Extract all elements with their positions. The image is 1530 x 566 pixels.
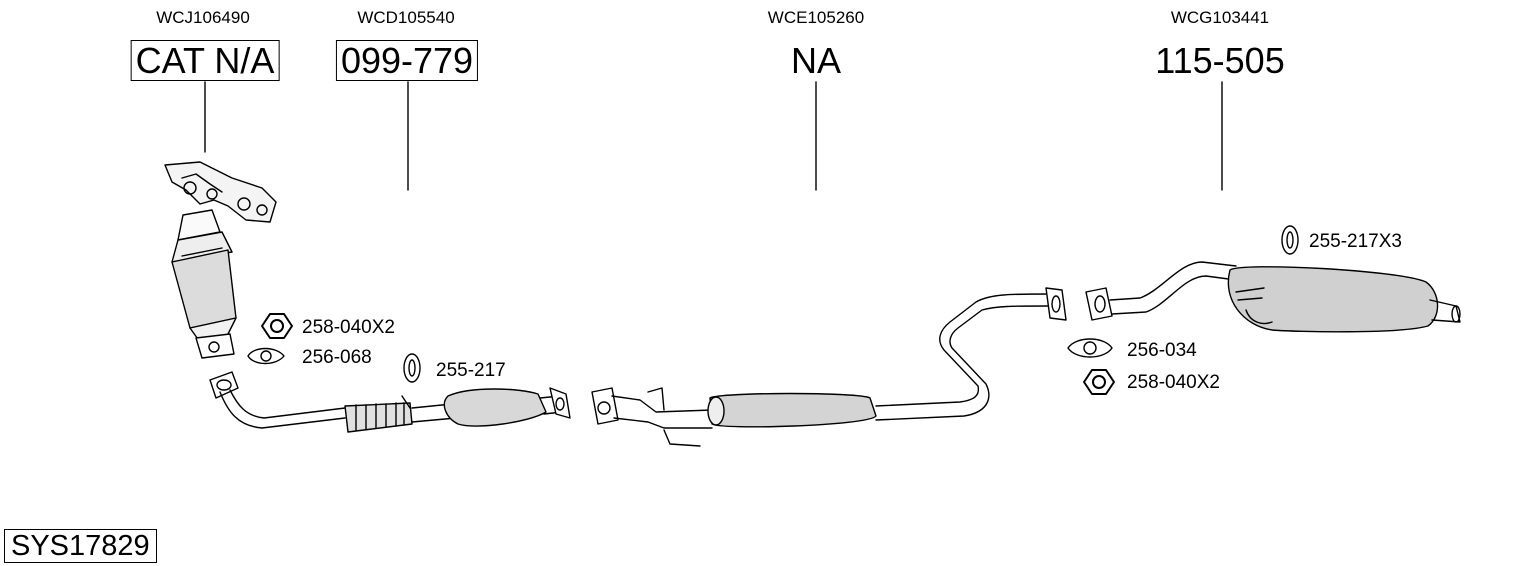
catalytic-converter-manifold [164, 161, 277, 359]
center-section-pipe [591, 287, 1067, 447]
nut-icon [261, 313, 293, 339]
rubber-hanger-icon [403, 353, 421, 383]
hardware-label-nut-rear[interactable]: 258-040X2 [1127, 372, 1220, 393]
part-number-rear-silencer[interactable]: 115-505 [1155, 40, 1285, 81]
nut-icon [1083, 369, 1115, 395]
rubber-hanger-icon [1281, 225, 1299, 255]
part-number-center-section[interactable]: NA [790, 40, 842, 81]
front-pipe [209, 371, 571, 433]
gasket-icon [1067, 338, 1113, 358]
group-ref-code: WCJ106490 [156, 8, 250, 27]
hardware-label-gasket-rear[interactable]: 256-034 [1127, 340, 1197, 361]
system-id-label: SYS17829 [4, 529, 157, 563]
group-ref-code: WCE105260 [767, 8, 865, 27]
part-number-catalyst[interactable]: CAT N/A [130, 40, 280, 81]
hardware-label-gasket-front[interactable]: 256-068 [302, 347, 372, 368]
part-number-front-pipe[interactable]: 099-779 [335, 40, 479, 81]
rear-silencer [1085, 261, 1461, 333]
group-ref-code: WCG103441 [1170, 8, 1270, 27]
hardware-label-nut-front[interactable]: 258-040X2 [302, 317, 395, 338]
hardware-label-hanger-front[interactable]: 255-217 [436, 360, 506, 381]
front-hardware-icons [247, 313, 421, 383]
gasket-icon [247, 347, 285, 365]
rear-hardware-icons [1067, 225, 1299, 395]
group-ref-code: WCD105540 [357, 8, 455, 27]
hardware-label-hanger-rear[interactable]: 255-217X3 [1309, 231, 1402, 252]
